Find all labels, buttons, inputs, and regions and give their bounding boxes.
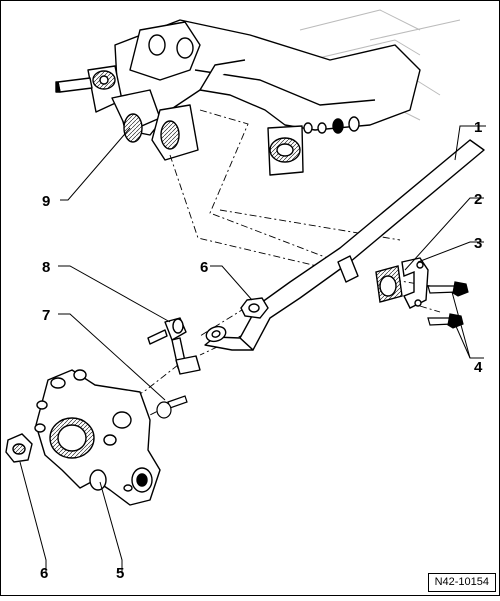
callout-6-lower: 6 (40, 565, 48, 582)
callout-9: 9 (42, 193, 50, 210)
callout-4: 4 (474, 359, 483, 376)
rubber-bushing (376, 266, 402, 302)
callout-8: 8 (42, 259, 50, 276)
callout-3: 3 (474, 235, 482, 252)
callout-1: 1 (474, 119, 482, 136)
reference-code-label: N42-10154 (428, 573, 496, 592)
callout-7: 7 (42, 307, 50, 324)
callout-2: 2 (474, 191, 482, 208)
callout-5: 5 (116, 565, 124, 582)
callout-6-upper: 6 (200, 259, 208, 276)
